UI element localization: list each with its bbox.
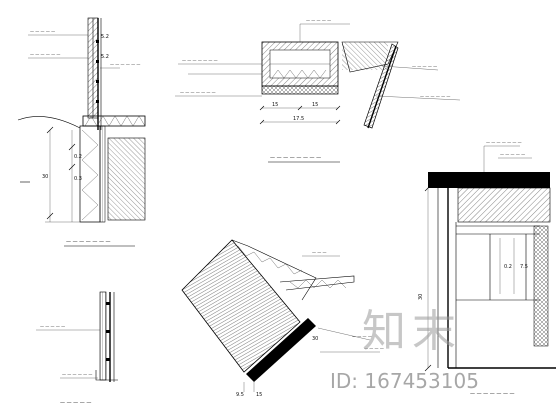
detail-1-title: — — — — — — — — [66, 239, 111, 245]
detail-1-note-1: — — — — — — [30, 29, 55, 34]
detail-4-note-1: — — — — — — [40, 324, 65, 329]
detail-1-dim-5: 30 — [42, 174, 48, 180]
detail-3-dim-1: 30 — [418, 294, 424, 300]
watermark-brand: 知末 — [362, 306, 462, 357]
detail-5-note-3: — — — — — [364, 346, 384, 351]
detail-2-dim-1: 15 — [272, 102, 278, 108]
detail-4-note-2: — — — — — — — [62, 372, 92, 377]
detail-5-dim-2: 15 — [256, 392, 262, 398]
detail-1-dim-3: 0.2 — [74, 154, 82, 160]
detail-3-elevation: 30 0.2 7.5 — — — — — — — — — — — — — — —… — [418, 140, 556, 397]
detail-2-dim-3: 17.5 — [293, 116, 304, 122]
watermark-id: ID: 167453105 — [330, 369, 479, 393]
detail-3-note-2: — — — — — — [500, 152, 525, 157]
detail-1-dim-2: 5.2 — [101, 54, 109, 60]
detail-3-dim-3: 7.5 — [520, 264, 528, 270]
detail-5-dim-1: 9.5 — [236, 392, 244, 398]
detail-1-dim-4: 0.3 — [74, 176, 82, 182]
detail-5-corner-detail: 9.5 15 30 — — — — — — — — — — — — [181, 239, 384, 398]
detail-5-note-1: — — — — [312, 250, 327, 255]
detail-4-small-section: — — — — — — — — — — — — — — — — — [36, 291, 118, 406]
detail-3-note-1: — — — — — — — — [486, 140, 522, 145]
detail-2-note-3: — — — — — — — — [180, 90, 216, 95]
detail-1-wall-section: 5.2 5.2 0.2 0.3 30 — — — — — — — — — — —… — [17, 17, 146, 247]
detail-4-title: — — — — — — [60, 400, 91, 406]
detail-1-dim-1: 5.2 — [101, 34, 109, 40]
detail-3-title: — — — — — — — — [470, 391, 515, 397]
detail-5-dim-3: 30 — [312, 336, 318, 342]
detail-2-note-2: — — — — — — — — [182, 58, 218, 63]
detail-5-note-2: — — — — — [352, 334, 372, 339]
detail-2-plan-section: 15 15 17.5 — — — — — — — — — — — — — — —… — [175, 18, 461, 163]
detail-3-dim-2: 0.2 — [504, 264, 512, 270]
detail-2-note-4: — — — — — — [412, 64, 437, 69]
detail-2-note-1: — — — — — — [306, 18, 331, 23]
detail-2-dim-2: 15 — [312, 102, 318, 108]
detail-2-note-5: — — — — — — — [420, 94, 450, 99]
watermark: 知末 ID: 167453105 — [330, 306, 479, 393]
detail-2-title: — — — — — — — — — [270, 155, 321, 161]
detail-1-note-3: — — — — — — — [110, 62, 140, 67]
detail-1-note-2: — — — — — — — [30, 52, 60, 57]
